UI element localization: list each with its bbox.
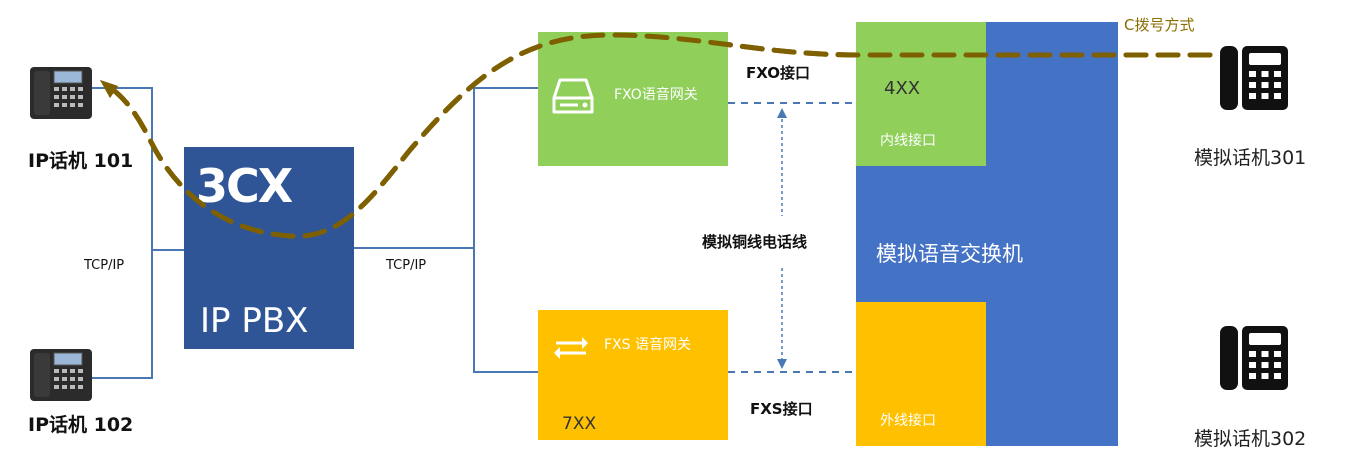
analog-phone-302 (1218, 324, 1290, 396)
outer-port-label: 外线接口 (880, 413, 936, 429)
double-arrow-vertical-icon (777, 108, 787, 369)
drive-icon (552, 78, 594, 114)
dial-method-label: C拨号方式 (1124, 16, 1195, 34)
link-to-fxs (473, 248, 538, 373)
ip-phone-102 (28, 345, 94, 403)
analog-phone-301-label: 模拟话机301 (1194, 147, 1307, 169)
analog-phone-icon (1220, 46, 1288, 110)
inner-ext: 4XX (884, 78, 921, 99)
fxo-gateway-label: FXO语音网关 (614, 87, 698, 103)
inner-port-label: 内线接口 (880, 133, 936, 149)
outer-port-box: 外线接口 (856, 302, 986, 446)
swap-arrows-icon (554, 337, 588, 359)
analog-phone-301 (1218, 44, 1290, 116)
desk-ip-phone-icon (30, 67, 92, 119)
copper-line-label: 模拟铜线电话线 (700, 231, 810, 252)
fxs-gateway-box: FXS 语音网关 7XX (538, 310, 728, 440)
fxs-gateway-ext: 7XX (562, 414, 597, 434)
analog-phone-icon (1220, 326, 1288, 390)
ip-phone-101 (28, 63, 94, 121)
inner-port-box: 4XX 内线接口 (856, 22, 986, 166)
pbx-title: IP PBX (200, 301, 309, 341)
link-phone102-pbx (92, 250, 153, 379)
fxs-port-label: FXS接口 (750, 400, 813, 418)
tcpip-left-label: TCP/IP (84, 258, 125, 273)
desk-ip-phone-icon (30, 349, 92, 401)
switch-title: 模拟语音交换机 (876, 242, 1023, 266)
analog-phone-302-label: 模拟话机302 (1194, 428, 1307, 450)
fxo-gateway-box: FXO语音网关 (538, 32, 728, 166)
link-phone101-pbx (92, 87, 184, 251)
ip-pbx-box: 3CX IP PBX (184, 147, 354, 349)
ip-phone-102-label: IP话机 102 (28, 414, 134, 436)
tcpip-right-label: TCP/IP (386, 258, 427, 273)
fxs-gateway-label: FXS 语音网关 (604, 337, 691, 353)
link-to-fxo (473, 87, 538, 248)
pbx-logo: 3CX (196, 159, 293, 213)
ip-phone-101-label: IP话机 101 (28, 150, 134, 172)
fxo-port-label: FXO接口 (746, 64, 811, 82)
